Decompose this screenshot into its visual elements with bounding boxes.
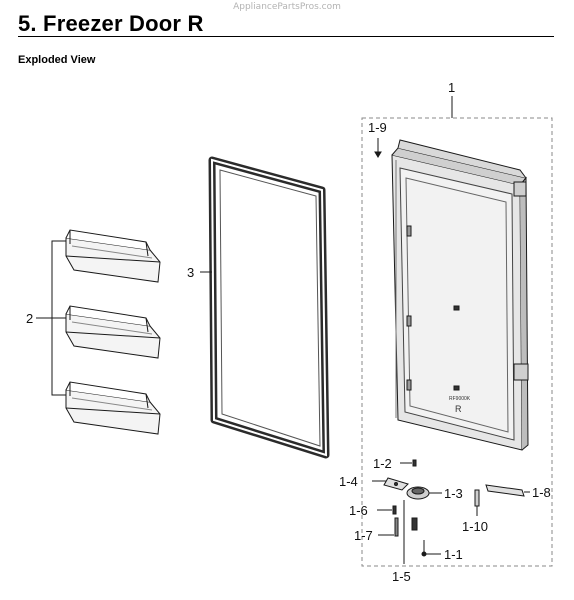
door-bin-middle	[65, 305, 161, 359]
part-1-6-screw	[377, 505, 397, 515]
section-subtitle: Exploded View	[18, 54, 96, 66]
callout-2: 2	[26, 311, 33, 326]
callout-1-10: 1-10	[462, 519, 488, 534]
door-bin-bottom	[65, 381, 161, 435]
part-1-10-rod	[474, 489, 480, 516]
page-title: 5. Freezer Door R	[18, 11, 204, 36]
door-side-mark: R	[455, 404, 462, 414]
door-bin-top	[65, 229, 161, 283]
door-bin-group	[65, 229, 161, 435]
callout-1-6: 1-6	[349, 503, 368, 518]
part-1-7-pin	[378, 517, 399, 537]
door-model-mark: RF9000K	[449, 396, 471, 402]
door-gasket	[208, 156, 330, 459]
callout-1-8: 1-8	[532, 485, 551, 500]
callout-1: 1	[448, 80, 455, 95]
callout-1-2: 1-2	[373, 456, 392, 471]
part-1-1-screw	[421, 540, 441, 557]
callout-1-5: 1-5	[392, 569, 411, 584]
title-divider	[18, 36, 554, 37]
callout-1-1: 1-1	[444, 547, 463, 562]
part-1-4-hinge-plate	[372, 477, 409, 491]
callout-3: 3	[187, 265, 194, 280]
part-1-8-bracket	[485, 484, 530, 497]
part-1-9-screw	[374, 138, 382, 158]
door-assembly-boundary	[361, 117, 553, 567]
watermark: AppliancePartsPros.com	[233, 2, 341, 12]
part-1-3-hinge-cam	[406, 486, 442, 500]
callout-1-3: 1-3	[444, 486, 463, 501]
freezer-door-body	[391, 139, 529, 451]
part-1-2-pin	[400, 459, 417, 467]
callout-1-7: 1-7	[354, 528, 373, 543]
callout-1-4: 1-4	[339, 474, 358, 489]
bin-bracket	[36, 240, 66, 396]
part-1-5-stop	[403, 500, 418, 564]
callout-1-9: 1-9	[368, 120, 387, 135]
